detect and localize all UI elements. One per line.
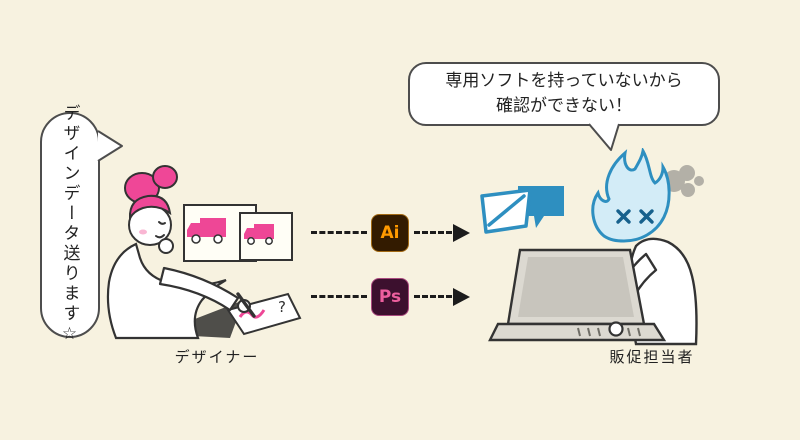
designer-bubble-tail xyxy=(97,130,123,162)
truck-icon-large xyxy=(187,218,226,244)
designer-speech-text: デザインデータ送ります☆ xyxy=(59,103,80,347)
recipient-speech-line2: 確認ができない！ xyxy=(496,96,632,116)
recipient-speech-line1: 専用ソフトを持っていないから xyxy=(445,71,683,92)
designer-speech-bubble: デザインデータ送ります☆ xyxy=(40,104,100,347)
photoshop-app-icon: Ps xyxy=(371,278,409,316)
illustrator-app-icon: Ai xyxy=(371,214,409,252)
designer-label: デザイナー xyxy=(174,348,260,366)
person-hand xyxy=(608,321,624,337)
laptop-keys xyxy=(577,327,641,337)
x-eyes xyxy=(616,209,654,224)
pen xyxy=(236,292,256,318)
arrow-ps-dash-left xyxy=(311,295,367,298)
designer-head xyxy=(124,165,178,246)
illustrator-abbr: Ai xyxy=(380,223,400,243)
recipient-illustration xyxy=(480,148,704,346)
design-file-icons xyxy=(480,186,564,234)
photoshop-abbr: Ps xyxy=(378,287,402,307)
laptop-base xyxy=(488,322,667,342)
arrow-ps-arrowhead xyxy=(453,288,470,306)
laptop xyxy=(488,248,667,342)
arrow-ai-dash-right xyxy=(414,231,452,234)
recipient-speech-bubble: 専用ソフトを持っていないから 確認ができない！ xyxy=(408,62,720,126)
flame-head xyxy=(591,148,671,243)
arrow-ai-dash-left xyxy=(311,231,367,234)
arrow-ai-arrowhead xyxy=(453,224,470,242)
designer-arm xyxy=(158,266,240,312)
svg-text:?: ? xyxy=(278,298,286,316)
designer-chin-hand xyxy=(158,238,174,254)
recipient-bubble-tail xyxy=(588,123,620,151)
truck-icon-small xyxy=(244,224,274,245)
arrow-ps-dash-right xyxy=(414,295,452,298)
recipient-label: 販促担当者 xyxy=(609,348,695,366)
designer-illustration: ? xyxy=(106,165,302,340)
sketch-paper: ? xyxy=(226,292,302,336)
